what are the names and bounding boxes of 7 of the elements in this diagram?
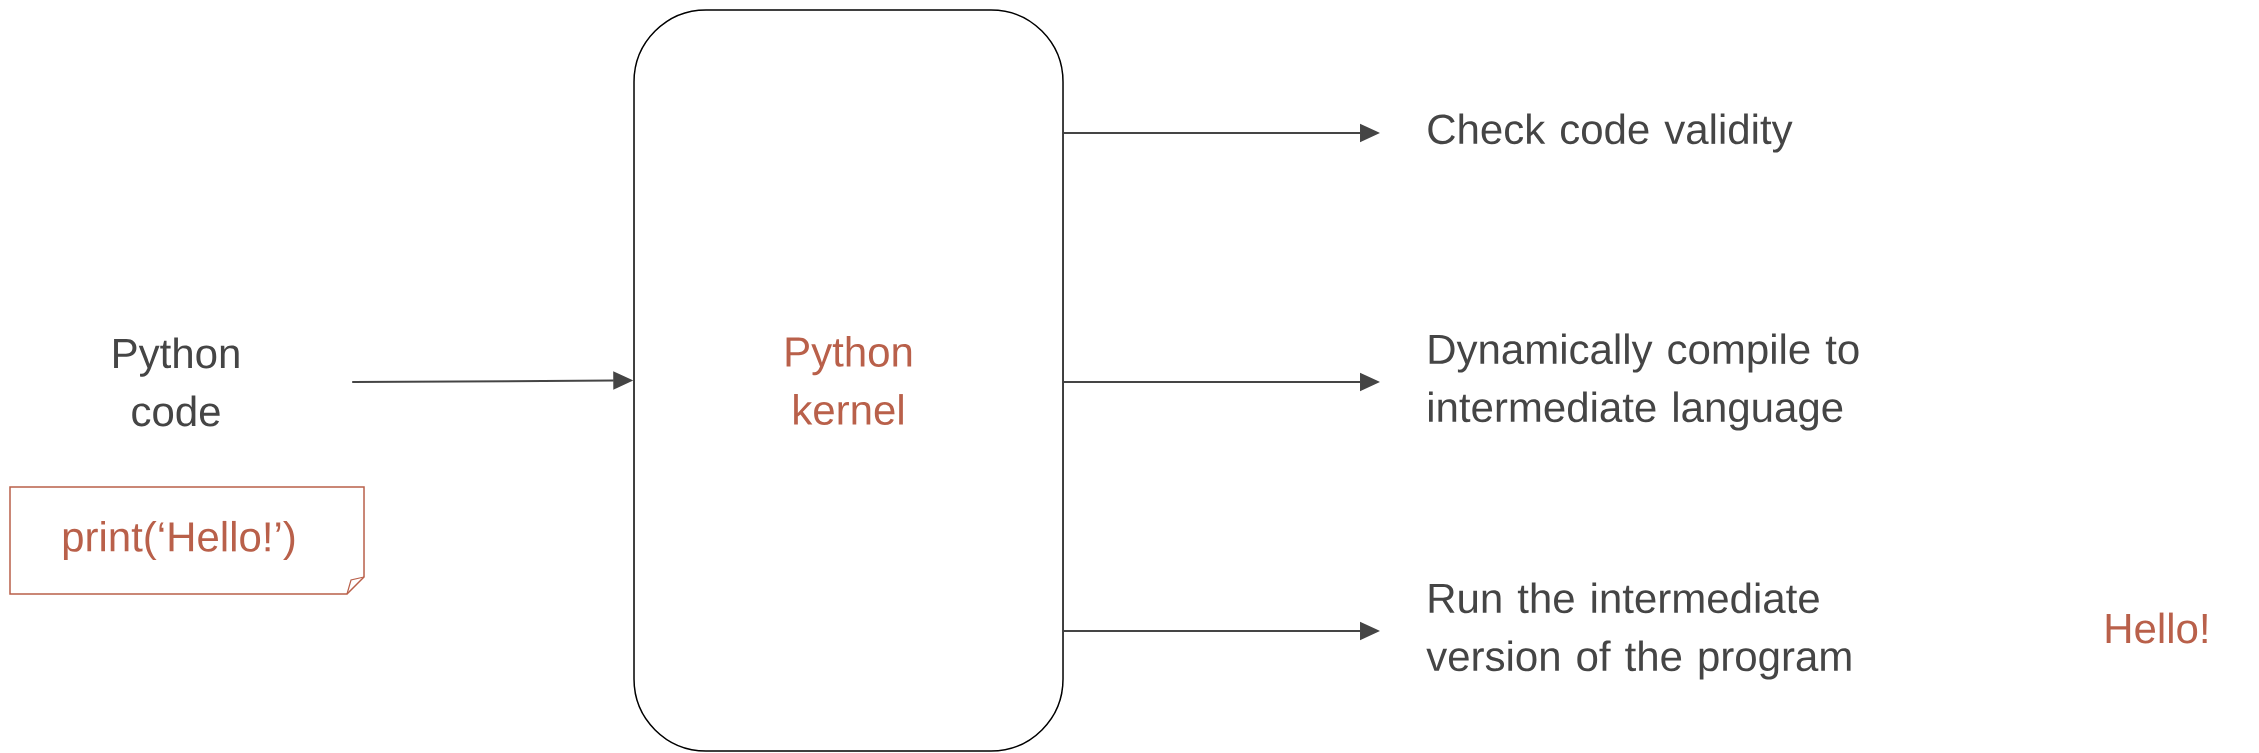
output-text: Dynamically compile to intermediate language — [1429, 333, 1859, 431]
input-text: Python code — [114, 337, 239, 427]
output-text: Hello! — [2106, 612, 2207, 644]
kernel-box: Python kernel — [633, 9, 1064, 752]
output-text: Run the intermediate version of the program — [1426, 582, 1851, 680]
code-note: print(‘Hello!’) — [9, 486, 365, 595]
output-text: Check code validity — [1428, 113, 1793, 153]
